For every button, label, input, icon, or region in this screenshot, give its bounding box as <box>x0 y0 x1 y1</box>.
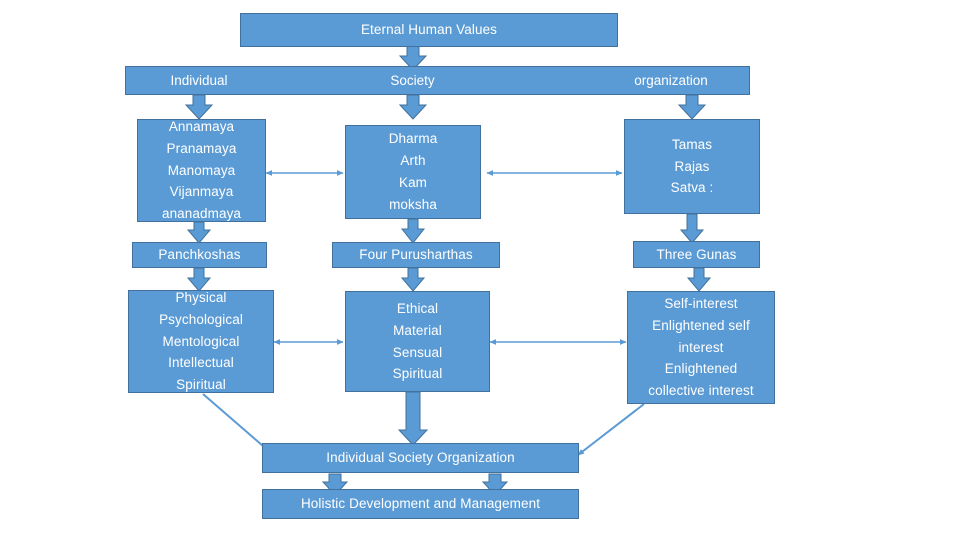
node-koshas-attributes[interactable]: Physical Psychological Mentological Inte… <box>128 290 274 393</box>
node-purusharthas-values[interactable]: Ethical Material Sensual Spiritual <box>345 291 490 392</box>
node-root[interactable]: Eternal Human Values <box>240 13 618 47</box>
block-arrow-purusharthas-to-values <box>400 267 426 292</box>
block-arrow-values-to-synthesis <box>397 391 429 446</box>
block-arrow-band-to-organization <box>677 94 707 120</box>
connector-right-to-synthesis <box>577 403 645 456</box>
node-outcome[interactable]: Holistic Development and Management <box>262 489 579 519</box>
node-purusharthas-label[interactable]: Four Purusharthas <box>332 242 500 268</box>
node-panchkoshas-sanskrit[interactable]: Annamaya Pranamaya Manomaya Vijanmaya an… <box>137 119 266 222</box>
node-band[interactable] <box>125 66 750 95</box>
node-gunas-sanskrit[interactable]: Tamas Rajas Satva : <box>624 119 760 214</box>
node-synthesis[interactable]: Individual Society Organization <box>262 443 579 473</box>
node-gunas-interests[interactable]: Self-interest Enlightened self interest … <box>627 291 775 404</box>
block-arrow-band-to-society <box>398 94 428 120</box>
block-arrow-gunas-to-interests <box>686 267 712 292</box>
block-arrow-purusharthas-down <box>400 218 426 244</box>
node-panchkoshas-label[interactable]: Panchkoshas <box>132 242 267 268</box>
block-arrow-gunas-down <box>679 213 705 244</box>
node-purusharthas-sanskrit[interactable]: Dharma Arth Kam moksha <box>345 125 481 219</box>
connector-left-to-synthesis <box>202 393 271 453</box>
node-gunas-label[interactable]: Three Gunas <box>633 241 760 268</box>
